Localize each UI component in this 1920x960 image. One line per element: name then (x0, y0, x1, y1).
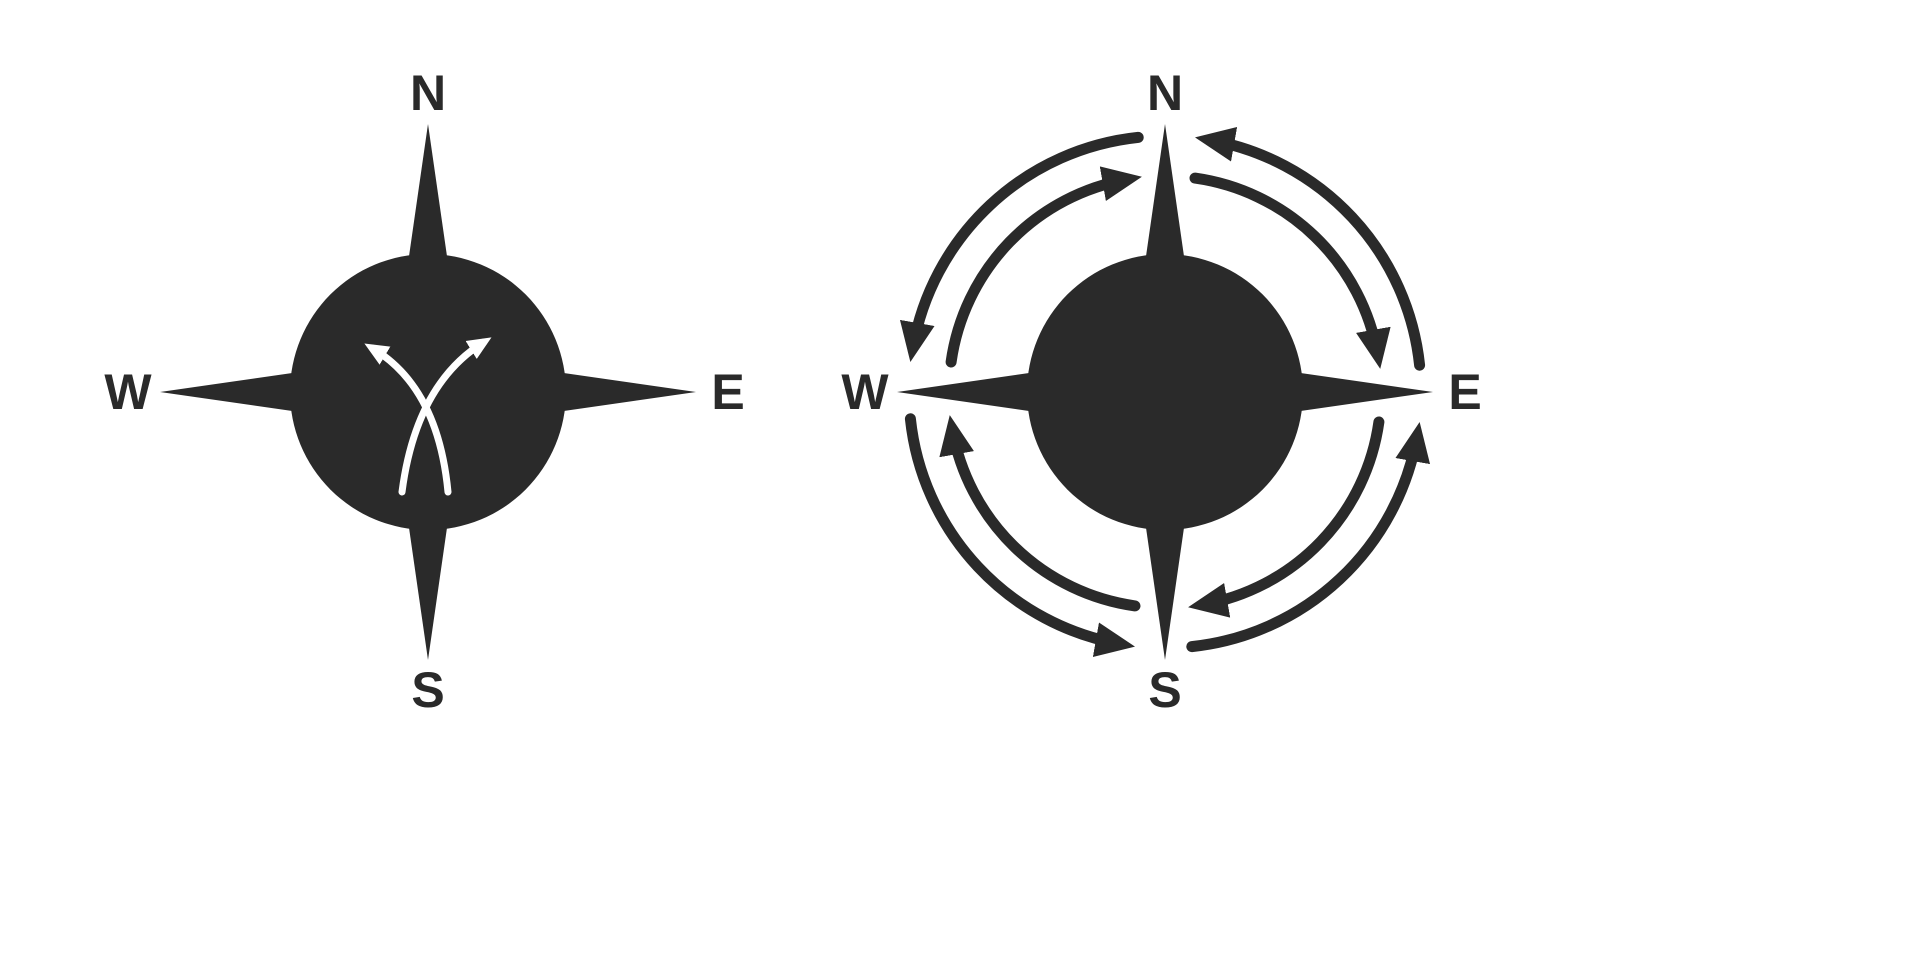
compass-rose (160, 124, 696, 660)
rotation-arrow-southwest-toward-west-icon (939, 415, 1141, 612)
label-south: S (1148, 662, 1181, 718)
compass-rotation-arrows-icon: N E S W (841, 65, 1481, 718)
label-west: W (104, 364, 152, 420)
rotation-arrow-southeast-toward-east-icon (1186, 421, 1431, 653)
rotation-arrow-northeast-toward-north-icon (1194, 126, 1426, 371)
rotation-arrows (899, 126, 1431, 658)
label-east: E (711, 364, 744, 420)
label-east: E (1448, 364, 1481, 420)
compass-crossed-arrows-icon: N E S W (104, 65, 744, 718)
rotation-arrow-northwest-toward-west-icon (899, 131, 1144, 363)
rotation-arrow-northeast-toward-east-icon (1189, 172, 1391, 369)
rotation-arrow-southeast-toward-south-icon (1188, 416, 1385, 618)
label-north: N (410, 65, 446, 121)
label-south: S (411, 662, 444, 718)
label-north: N (1147, 65, 1183, 121)
compass-body-circle (1027, 254, 1303, 530)
compass-rose (897, 124, 1433, 660)
rotation-arrow-southwest-toward-south-icon (904, 413, 1136, 658)
label-west: W (841, 364, 889, 420)
compass-body-circle (290, 254, 566, 530)
rotation-arrow-northwest-toward-north-icon (945, 166, 1142, 368)
crossed-arrow-northeast-icon (398, 337, 492, 496)
